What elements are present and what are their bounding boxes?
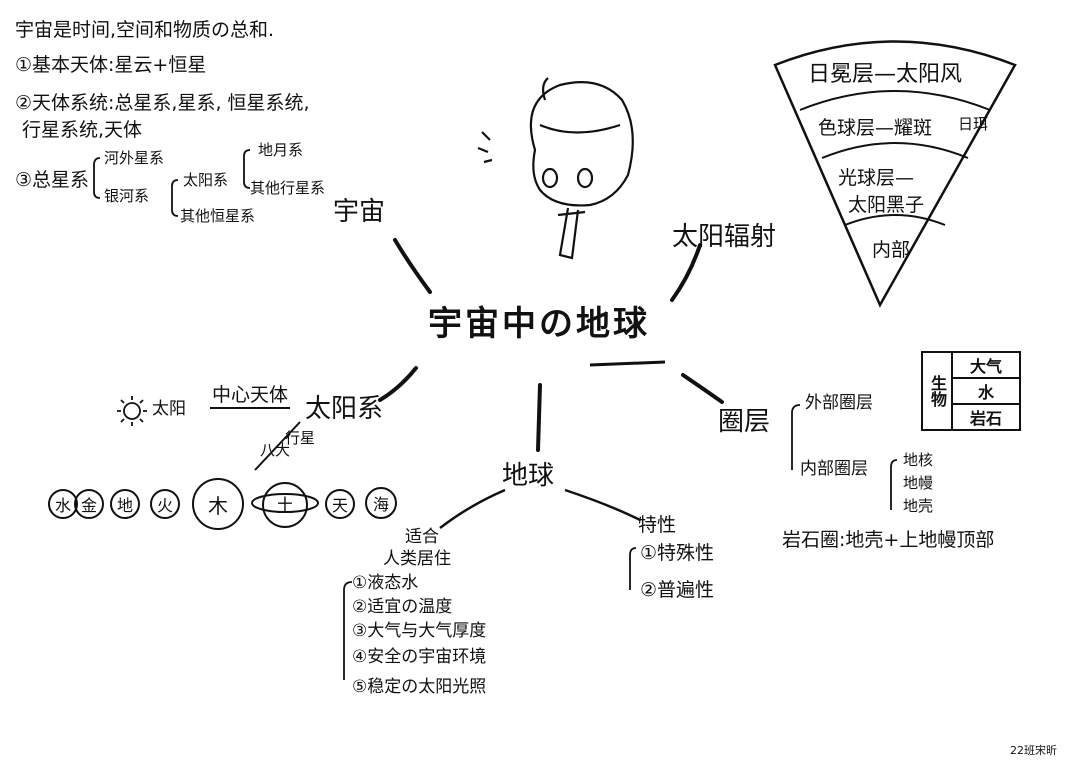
planet-earth: 地 [110, 489, 140, 519]
branch-spheres [681, 373, 724, 404]
earth-habitable-title-2: 人类居住 [383, 549, 451, 569]
universe-tree-earthmoon: 地月系 [258, 141, 304, 159]
earth-trait-1: ①特殊性 [640, 542, 715, 564]
universe-item-2: ②天体系统:总星系,星系, 恒星系统, [15, 92, 310, 114]
earth-condition-1: ①液态水 [352, 573, 419, 593]
planet-venus: 金 [74, 489, 104, 519]
branch-earth [536, 383, 542, 452]
universe-item-1: ①基本天体:星云+恒星 [15, 54, 207, 76]
earth-condition-3: ③大气与大气厚度 [352, 621, 487, 641]
solar-center-body: 中心天体 [212, 384, 289, 406]
planet-mars: 火 [150, 489, 180, 519]
planet-neptune: 海 [365, 487, 397, 519]
center-title: 宇宙中の地球 [428, 304, 650, 344]
universe-tree-milkyway: 银河系 [104, 187, 150, 205]
earth-condition-4: ④安全の宇宙环境 [352, 647, 487, 667]
spheres-mantle: 地幔 [903, 474, 934, 492]
solar-sun-label: 太阳 [152, 399, 186, 419]
spheres-core: 地核 [903, 451, 934, 469]
planet-jupiter: 木 [192, 478, 244, 530]
box-atmosphere: 大气 [969, 357, 1002, 376]
sun-structure-fan [773, 40, 1017, 308]
universe-tree-root: ③总星系 [15, 169, 90, 191]
fan-layer-sunspots: 太阳黑子 [848, 194, 925, 216]
earth-trait-2: ②普遍性 [640, 579, 715, 601]
universe-definition: 宇宙是时间,空间和物质の总和. [15, 19, 275, 41]
universe-label: 宇宙 [333, 197, 386, 227]
box-hydrosphere: 水 [977, 383, 994, 402]
spheres-inner: 内部圈层 [800, 459, 868, 479]
signature: 22班宋昕 [1010, 744, 1057, 757]
fan-layer-interior: 内部 [872, 239, 911, 261]
sun-icon [117, 396, 147, 426]
spheres-crust: 地壳 [903, 497, 934, 515]
fan-layer-corona: 日冕层—太阳风 [808, 62, 963, 87]
universe-tree-extragalactic: 河外星系 [104, 149, 165, 167]
spheres-label: 圈层 [718, 407, 771, 437]
radiation-label: 太阳辐射 [672, 222, 777, 252]
fan-layer-photosphere: 光球层— [838, 167, 915, 189]
fan-layer-chromosphere: 色球层—耀斑 [818, 117, 933, 139]
fan-layer-prominence: 日珥 [958, 115, 989, 133]
planet-saturn: 土 [262, 482, 308, 528]
center-underline [589, 360, 666, 367]
earth-traits-title: 特性 [638, 514, 677, 536]
branch-universe [393, 238, 432, 294]
branch-solar [378, 366, 418, 402]
earth-condition-5: ⑤稳定の太阳光照 [352, 677, 487, 697]
spheres-lithosphere: 岩石圈:地壳+上地幔顶部 [782, 529, 995, 551]
solar-planets-word: 行星 [285, 429, 316, 447]
spheres-outer: 外部圈层 [805, 393, 873, 413]
branch-radiation [670, 243, 702, 302]
universe-tree-otherplanets: 其他行星系 [250, 179, 326, 197]
solar-system-label: 太阳系 [305, 394, 384, 424]
earth-spheres-box [921, 351, 1021, 431]
solar-eight-label: 八大 [260, 441, 291, 459]
box-lithosphere: 岩石 [969, 409, 1002, 428]
box-biosphere: 生物 [928, 375, 947, 407]
planet-uranus: 天 [325, 489, 355, 519]
earth-condition-2: ②适宜の温度 [352, 597, 453, 617]
universe-item-2-cont: 行星系统,天体 [22, 119, 143, 141]
earth-label: 地球 [502, 461, 555, 491]
universe-tree-solarsystem: 太阳系 [183, 171, 229, 189]
character-doodle-icon [477, 77, 634, 260]
universe-tree-otherstars: 其他恒星系 [180, 207, 256, 225]
earth-habitable-title-1: 适合 [405, 527, 439, 547]
